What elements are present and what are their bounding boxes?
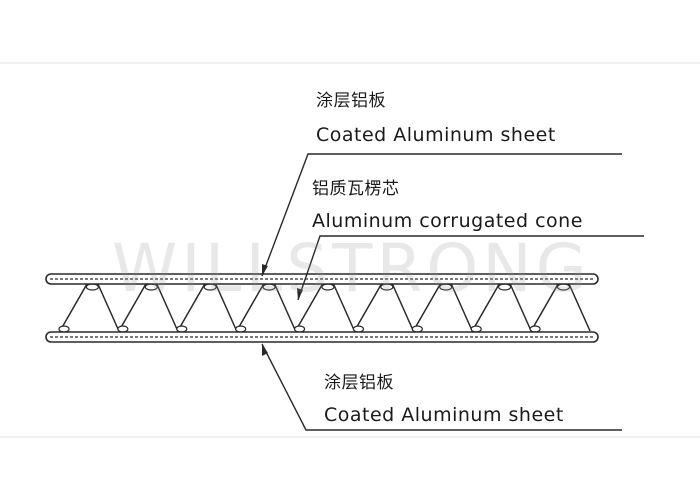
bottom-sheet-label-chinese: 涂层铝板 — [324, 373, 394, 393]
top-sheet-label-english: Coated Aluminum sheet — [316, 124, 556, 146]
core-trough — [58, 325, 70, 333]
leader-core — [297, 235, 644, 301]
leader-top-sheet — [261, 153, 622, 277]
core-label-chinese: 铝质瓦楞芯 — [312, 179, 400, 199]
core-trough — [117, 325, 129, 333]
core-trough — [293, 325, 306, 333]
core-trough — [176, 325, 188, 333]
core-label-english: Aluminum corrugated cone — [312, 210, 583, 232]
core-trough — [529, 325, 541, 333]
top-sheet-label-chinese: 涂层铝板 — [316, 91, 386, 111]
top-aluminum-sheet — [45, 273, 599, 285]
core-trough — [352, 325, 365, 333]
watermark: WILLSTRONG — [112, 230, 591, 307]
core-trough — [235, 325, 247, 333]
core-trough — [411, 325, 423, 333]
leader-bottom-sheet — [261, 343, 622, 431]
bottom-sheet-label-english: Coated Aluminum sheet — [324, 404, 564, 426]
core-strut — [59, 284, 120, 332]
bottom-aluminum-sheet — [45, 331, 599, 343]
core-crest — [85, 283, 99, 291]
core-trough — [470, 325, 482, 333]
